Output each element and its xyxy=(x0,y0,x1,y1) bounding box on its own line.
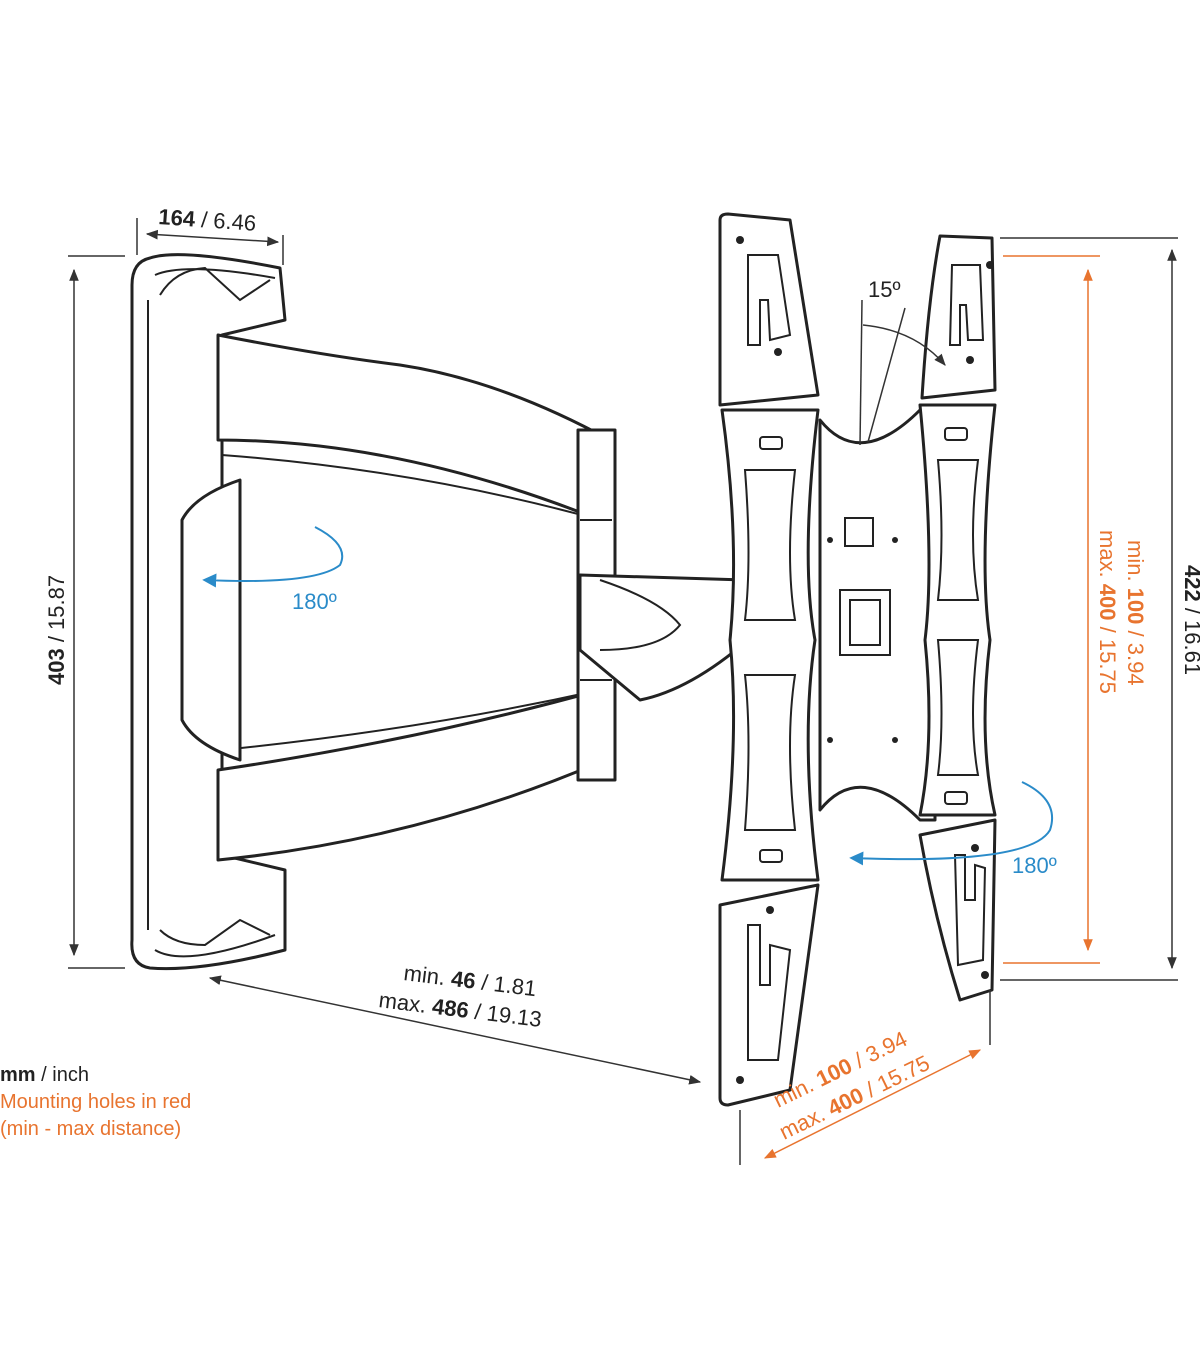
vesa-vertical-min-label: min. 100 / 3.94 xyxy=(1123,540,1148,686)
depth-label: 164 / 6.46 xyxy=(158,204,257,236)
tilt-angle-label: 15º xyxy=(868,277,901,302)
height-label: 403 / 15.87 xyxy=(44,575,69,685)
legend: mm / inch Mounting holes in red (min - m… xyxy=(0,1062,191,1143)
legend-mounting-holes: Mounting holes in red xyxy=(0,1091,192,1113)
vesa-vertical-max-label: max. 400 / 15.75 xyxy=(1095,530,1120,694)
legend-distance: (min - max distance) xyxy=(0,1118,182,1140)
extension-max-label: max. 486 / 19.13 xyxy=(377,987,543,1032)
tv-plate xyxy=(718,212,997,1107)
dimension-lines xyxy=(68,218,1178,1085)
total-height-label: 422 / 16.61 xyxy=(1180,565,1200,675)
rotation-arrows xyxy=(202,526,1054,866)
mounting-hole-lines xyxy=(739,255,1100,1165)
legend-units: mm / inch xyxy=(0,1064,89,1086)
plate-swivel-label: 180º xyxy=(1012,853,1057,878)
arm-swivel-label: 180º xyxy=(292,589,337,614)
swing-arms xyxy=(180,333,750,862)
extension-min-label: min. 46 / 1.81 xyxy=(402,960,537,1001)
